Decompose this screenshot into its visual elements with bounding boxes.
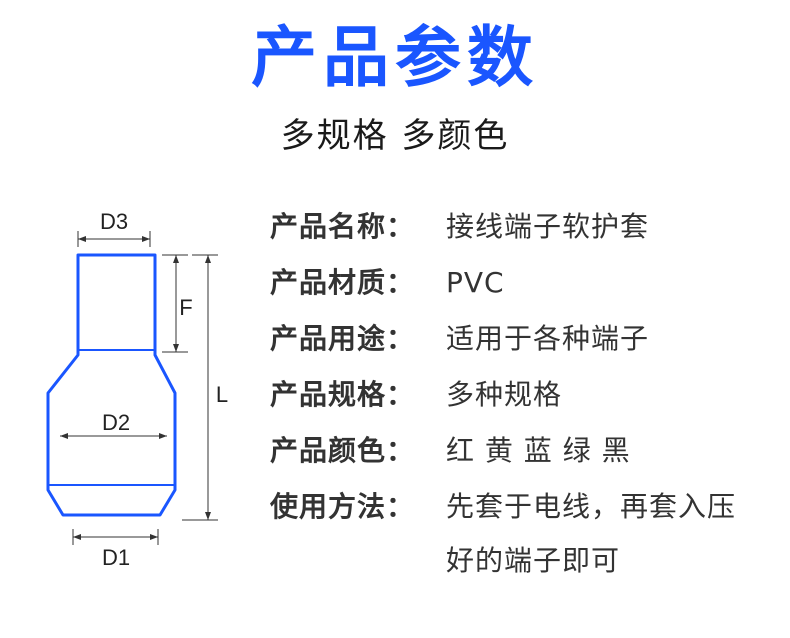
spec-label: 产品用途： xyxy=(270,322,416,355)
spec-list: 产品名称： 接线端子软护套 产品材质： PVC 产品用途： 适用于各种端子 产品… xyxy=(270,200,770,588)
d2-arrow-right xyxy=(159,433,167,439)
d3-label: D3 xyxy=(100,209,128,234)
page-title: 产品参数 xyxy=(251,19,539,96)
spec-value: 多种规格 xyxy=(446,378,563,411)
spec-value: 先套于电线，再套入压好的端子即可 xyxy=(446,490,737,577)
l-arrow-top xyxy=(205,255,211,263)
d1-label: D1 xyxy=(102,545,130,570)
d3-arrow-left xyxy=(78,236,86,242)
spec-label: 产品颜色： xyxy=(270,434,416,467)
d2-label: D2 xyxy=(102,410,130,435)
spec-row-color: 产品颜色： 红 黄 蓝 绿 黑 xyxy=(270,424,770,480)
d3-arrow-right xyxy=(142,236,150,242)
spec-value: 接线端子软护套 xyxy=(446,210,650,243)
f-arrow-top xyxy=(173,255,179,263)
l-arrow-bottom xyxy=(205,512,211,520)
sleeve-dimension-diagram: D3 F L D2 D1 xyxy=(46,209,228,570)
spec-label: 使用方法： xyxy=(270,490,416,523)
spec-row-method: 使用方法： 先套于电线，再套入压好的端子即可 xyxy=(270,480,770,588)
spec-value: PVC xyxy=(446,266,505,299)
spec-label: 产品材质： xyxy=(270,266,416,299)
sleeve-outline xyxy=(46,253,177,517)
d2-arrow-left xyxy=(60,433,68,439)
spec-value: 红 黄 蓝 绿 黑 xyxy=(446,434,631,467)
l-label: L xyxy=(216,382,228,407)
spec-row-name: 产品名称： 接线端子软护套 xyxy=(270,200,770,256)
spec-label: 产品规格： xyxy=(270,378,416,411)
d1-arrow-left xyxy=(73,534,81,540)
f-label: F xyxy=(179,295,192,320)
spec-label: 产品名称： xyxy=(270,210,416,243)
spec-value: 适用于各种端子 xyxy=(446,322,650,355)
spec-row-size: 产品规格： 多种规格 xyxy=(270,368,770,424)
spec-row-material: 产品材质： PVC xyxy=(270,256,770,312)
f-arrow-bottom xyxy=(173,344,179,352)
spec-row-usage: 产品用途： 适用于各种端子 xyxy=(270,312,770,368)
d1-arrow-right xyxy=(150,534,158,540)
page-subtitle: 多规格 多颜色 xyxy=(280,116,510,156)
